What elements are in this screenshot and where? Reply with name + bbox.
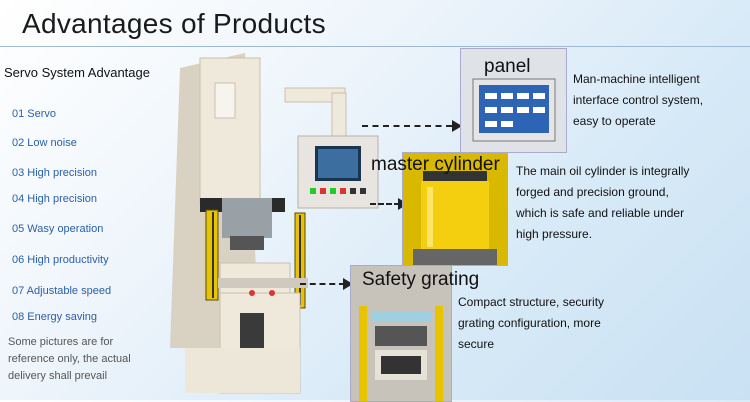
panel-title: panel <box>484 56 531 77</box>
grating-arrow-line <box>300 283 345 285</box>
cylinder-title: master cylinder <box>371 154 500 175</box>
grating-desc-line: Compact structure, security <box>458 295 605 309</box>
feature-item: 05 Wasy operation <box>12 223 104 235</box>
feature-item: 07 Adjustable speed <box>12 285 112 297</box>
feature-item: 01 Servo <box>12 108 57 120</box>
note-line: Some pictures are for <box>8 336 114 348</box>
cylinder-desc-line: which is safe and reliable under <box>516 206 685 220</box>
panel-desc-line: interface control system, <box>573 93 704 107</box>
grating-title: Safety grating <box>362 269 480 290</box>
panel-desc-line: Man-machine intelligent <box>573 72 700 86</box>
grating-desc-line: grating configuration, more <box>458 316 601 330</box>
servo-heading: Servo System Advantage <box>4 65 150 80</box>
feature-item: 03 High precision <box>12 167 97 179</box>
cylinder-desc-line: high pressure. <box>516 227 593 241</box>
panel-arrowhead <box>452 120 462 132</box>
note-line: delivery shall prevail <box>8 370 108 382</box>
panel-photo <box>460 48 567 153</box>
cylinder-photo <box>402 152 508 266</box>
press-machine-illustration <box>170 53 379 394</box>
panel-arrow-line <box>362 125 452 127</box>
feature-item: 02 Low noise <box>12 137 77 149</box>
feature-item: 08 Energy saving <box>12 311 97 323</box>
panel-desc-line: easy to operate <box>573 114 656 128</box>
page-title: Advantages of Products <box>22 8 326 39</box>
grating-arrowhead <box>343 278 353 290</box>
cylinder-desc-line: forged and precision ground, <box>516 185 669 199</box>
title-divider <box>0 46 750 47</box>
grating-photo <box>350 265 452 402</box>
note-line: reference only, the actual <box>8 353 131 365</box>
feature-item: 06 High productivity <box>12 254 109 266</box>
cylinder-arrow-line <box>370 203 400 205</box>
feature-item: 04 High precision <box>12 193 97 205</box>
grating-desc-line: secure <box>458 337 495 351</box>
cylinder-desc-line: The main oil cylinder is integrally <box>516 164 690 178</box>
